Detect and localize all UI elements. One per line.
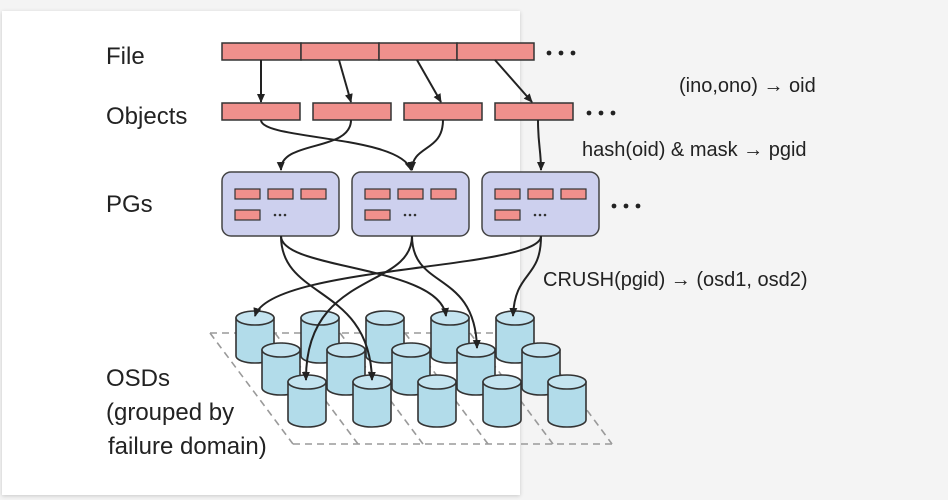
file-ellipsis bbox=[546, 50, 576, 56]
object bbox=[312, 102, 392, 121]
annotation-oid: (ino,ono) → oid bbox=[679, 75, 816, 97]
osd-cluster bbox=[235, 310, 587, 428]
pg-box bbox=[221, 171, 340, 237]
arrow bbox=[416, 59, 442, 103]
file-segment bbox=[378, 42, 458, 61]
arrow bbox=[280, 235, 450, 317]
file-bar bbox=[221, 42, 535, 61]
arrow bbox=[408, 119, 444, 171]
arrow bbox=[301, 235, 413, 381]
file-to-object-arrows bbox=[257, 59, 533, 103]
objects-row bbox=[221, 102, 574, 121]
object-to-pg-arrows bbox=[260, 119, 545, 171]
arrow bbox=[411, 235, 481, 349]
label-osds-failure-domain: failure domain) bbox=[108, 433, 267, 460]
arrow bbox=[494, 59, 533, 103]
osd-cylinder bbox=[352, 374, 392, 428]
arrow bbox=[276, 119, 352, 171]
object bbox=[403, 102, 483, 121]
object bbox=[494, 102, 574, 121]
label-osds-grouped: (grouped by bbox=[106, 399, 234, 426]
label-file: File bbox=[106, 43, 145, 70]
file-segment bbox=[300, 42, 380, 61]
label-osds: OSDs bbox=[106, 365, 170, 392]
pg-box bbox=[481, 171, 600, 237]
file-segment bbox=[221, 42, 302, 61]
label-objects: Objects bbox=[106, 103, 187, 130]
osd-cylinder bbox=[417, 374, 457, 428]
osd-cylinder bbox=[287, 374, 327, 428]
osd-cylinder bbox=[482, 374, 522, 428]
arrow bbox=[536, 119, 545, 171]
arrow bbox=[338, 59, 353, 103]
object bbox=[221, 102, 301, 121]
arrow bbox=[260, 119, 413, 171]
file-segment bbox=[456, 42, 535, 61]
arrow bbox=[280, 235, 376, 381]
pg-box bbox=[351, 171, 470, 237]
pgs-ellipsis bbox=[611, 203, 641, 209]
arrow bbox=[253, 235, 542, 317]
annotation-pgid: hash(oid) & mask → pgid bbox=[582, 139, 807, 161]
arrow bbox=[509, 235, 542, 317]
objects-ellipsis bbox=[586, 110, 616, 116]
osd-cylinder bbox=[547, 374, 587, 428]
label-pgs: PGs bbox=[106, 191, 153, 218]
annotation-crush: CRUSH(pgid) → (osd1, osd2) bbox=[543, 269, 808, 291]
pg-to-osd-arrows bbox=[253, 235, 542, 381]
